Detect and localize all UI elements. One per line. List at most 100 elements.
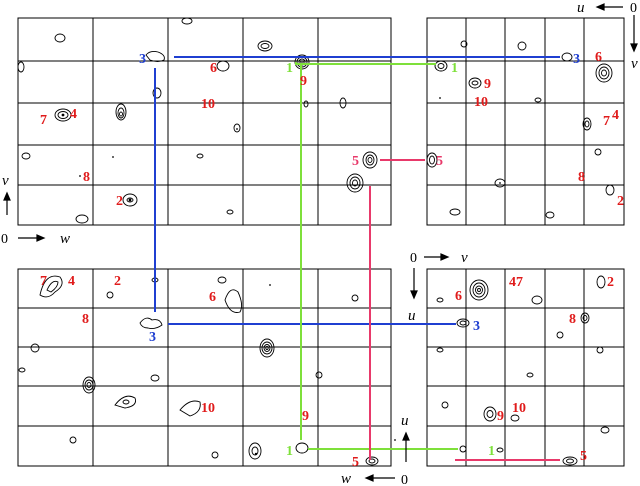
tl-axis-origin: 0	[1, 232, 8, 247]
contour-br-2	[596, 275, 606, 289]
contour-bl-10	[114, 395, 201, 417]
tr-peak-2: 2	[617, 194, 624, 209]
peak-labels-bottom-right: 6 47 2 8 3 10 9 1 5	[455, 275, 614, 464]
dots	[61, 97, 501, 456]
bl-peak-2: 2	[114, 274, 121, 289]
contour-bl-mid	[259, 338, 275, 358]
tl-peak-4: 4	[70, 107, 77, 122]
bl-peak-1: 1	[286, 444, 293, 459]
br-peak-5: 5	[580, 449, 587, 464]
br-peak-10: 10	[512, 401, 526, 416]
tr-peak-8: 8	[578, 170, 585, 185]
contour-br-small	[436, 297, 610, 453]
br-peak-8: 8	[569, 312, 576, 327]
tl-peak-3: 3	[139, 52, 146, 67]
contour-tl-7-4	[54, 108, 72, 122]
tr-peak-9: 9	[484, 77, 491, 92]
tr-peak-1: 1	[451, 61, 458, 76]
contour-br-8	[580, 312, 590, 324]
bl-peak-7: 7	[40, 274, 47, 289]
bl-peak-6: 6	[209, 290, 216, 305]
bl-peak-10: 10	[201, 401, 215, 416]
tl-axis-v: v	[2, 173, 9, 189]
peak-labels-top-right: 3 6 1 9 10 7 4 5 8 2	[436, 50, 624, 209]
tr-peak-3: 3	[573, 52, 580, 67]
contour-tl-6	[216, 60, 230, 72]
contour-tl-small	[17, 17, 347, 224]
tl-peak-10: 10	[201, 97, 215, 112]
contour-tr-4	[582, 117, 592, 131]
tl-peak-1: 1	[286, 61, 293, 76]
panel-top-right	[426, 17, 625, 226]
panel-bottom-right	[426, 268, 625, 467]
contour-tl-top	[257, 40, 273, 52]
br-peak-1: 1	[488, 444, 495, 459]
bl-peak-8: 8	[82, 312, 89, 327]
bc-axis-w: w	[341, 471, 351, 486]
green-line-1-top	[295, 62, 436, 65]
peak-labels-top-left: 3 6 1 9 10 7 4 8 5 2	[40, 52, 359, 209]
br-peak-2: 2	[607, 275, 614, 290]
bc-axis-u: u	[401, 413, 409, 429]
tl-peak-6: 6	[210, 61, 217, 76]
br-axis-origin: 0	[410, 251, 417, 266]
tr-peak-10: 10	[474, 95, 488, 110]
br-axis-u: u	[408, 308, 416, 324]
tr-peak-5: 5	[436, 154, 443, 169]
contour-tr-9	[468, 77, 482, 89]
contour-br-9	[483, 406, 497, 422]
contour-tl-5b	[346, 173, 364, 193]
bl-peak-9: 9	[302, 409, 309, 424]
contour-tl-3	[145, 50, 165, 62]
peak-labels-bottom-left: 7 4 2 6 8 3 10 9 1 5	[40, 274, 359, 470]
contour-bl-6	[217, 276, 243, 313]
contour-tl-5	[362, 151, 378, 169]
tl-peak-9: 9	[300, 74, 307, 89]
contour-br-6	[469, 279, 489, 301]
bl-peak-5: 5	[352, 455, 359, 470]
contour-tr-3	[561, 52, 573, 62]
contours	[17, 17, 615, 466]
contour-tl-9	[152, 87, 162, 99]
contour-br-3	[456, 318, 470, 328]
contour-tl-2	[122, 193, 138, 207]
tr-axis-v: v	[631, 56, 638, 72]
contour-br-5	[562, 456, 578, 466]
tr-peak-4: 4	[612, 108, 619, 123]
connector-lines	[154, 56, 560, 461]
contour-tr-1	[434, 60, 448, 72]
br-axis-v: v	[461, 250, 468, 266]
contour-tr-5	[426, 152, 438, 168]
tl-axis-w: w	[60, 231, 70, 247]
bl-peak-3: 3	[149, 330, 156, 345]
panel-bottom-left	[17, 268, 392, 467]
contour-bl-7-4	[39, 275, 63, 298]
tr-axis-origin: 0	[630, 1, 637, 16]
contour-tl-mid	[115, 103, 127, 121]
br-peak-47: 47	[509, 275, 523, 290]
bl-peak-4: 4	[68, 274, 75, 289]
tl-peak-7: 7	[40, 113, 47, 128]
contour-bl-mid2	[248, 442, 262, 460]
contour-br-1	[459, 445, 467, 453]
contour-bl-5	[365, 456, 379, 466]
br-peak-3: 3	[473, 319, 480, 334]
contour-tr-6	[595, 63, 613, 83]
bc-axis-origin: 0	[401, 473, 408, 486]
axes	[3, 3, 638, 482]
contour-bl-3	[139, 317, 163, 330]
tl-peak-5: 5	[352, 154, 359, 169]
contour-tr-small	[449, 40, 615, 219]
tl-peak-8: 8	[83, 170, 90, 185]
contour-bl-1	[295, 442, 309, 454]
contour-br-47	[531, 295, 543, 305]
contour-bl-left	[82, 376, 96, 394]
contour-bl-small	[18, 277, 359, 459]
tr-peak-6: 6	[595, 50, 602, 65]
br-peak-6: 6	[455, 289, 462, 304]
tl-peak-2: 2	[116, 194, 123, 209]
br-peak-9: 9	[497, 409, 504, 424]
tr-axis-u: u	[577, 0, 585, 16]
